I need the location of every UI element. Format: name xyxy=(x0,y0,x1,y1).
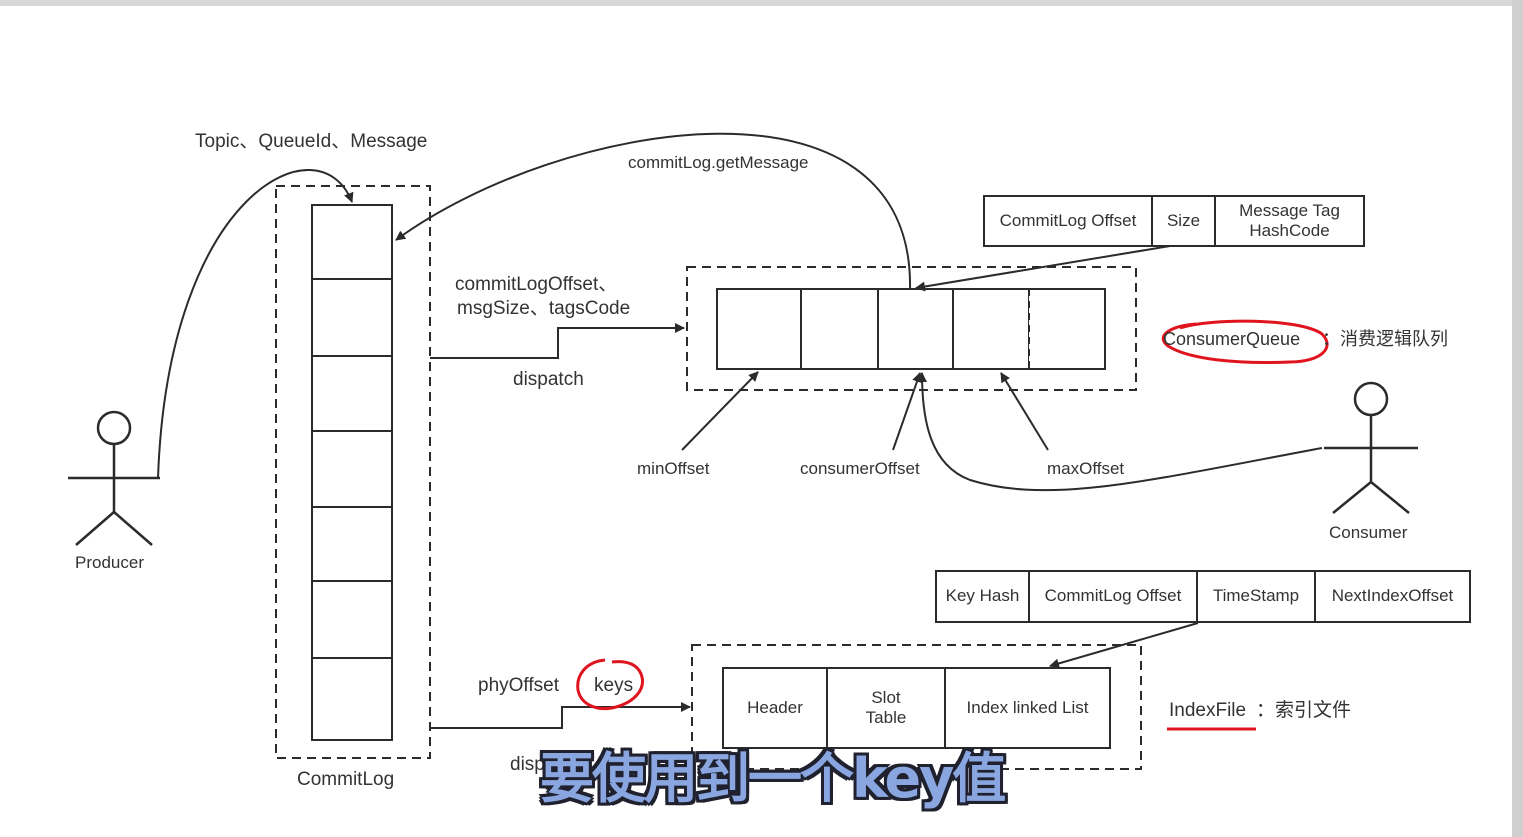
indexfile-header: Header xyxy=(722,667,828,749)
index-entry-key-hash: Key Hash xyxy=(935,570,1030,623)
consumequeue-cell xyxy=(716,288,802,370)
index-entry-timestamp: TimeStamp xyxy=(1196,570,1316,623)
commitlog-input-label: Topic、QueueId、Message xyxy=(195,131,428,152)
keys-circle-annotation xyxy=(576,658,644,711)
indexfile-name-label: IndexFile xyxy=(1169,700,1247,721)
getmessage-label: commitLog.getMessage xyxy=(628,153,809,172)
commitlog-slot xyxy=(311,580,393,659)
indexfile-desc-label: ：索引文件 xyxy=(1256,700,1352,721)
commitlog-slot xyxy=(311,657,393,741)
index-entry-next-index-offset: NextIndexOffset xyxy=(1314,570,1471,623)
producer-label: Producer xyxy=(75,553,144,572)
consumequeue-container xyxy=(686,266,1137,391)
commitlog-label: CommitLog xyxy=(297,769,395,790)
min-offset-label: minOffset xyxy=(637,459,710,478)
max-offset-label: maxOffset xyxy=(1047,459,1125,478)
index-entry-commitlog-offset: CommitLog Offset xyxy=(1028,570,1198,623)
min-offset-arrow xyxy=(681,371,759,451)
consumer-offset-arrow xyxy=(892,372,922,451)
dispatch-bottom-label: disp xyxy=(510,754,545,775)
index-entry-pointer xyxy=(1049,622,1199,669)
dispatch-fields-line2: msgSize、tagsCode xyxy=(457,298,631,319)
dispatch-top-label: dispatch xyxy=(513,369,584,390)
getmessage-arrow xyxy=(395,132,912,291)
commitlog-slot xyxy=(311,430,393,508)
commitlog-slot xyxy=(311,355,393,432)
producer-write-arrow xyxy=(157,169,354,479)
commitlog-slot xyxy=(311,506,393,582)
consumer-actor-icon xyxy=(1324,381,1418,514)
consumequeue-desc-label: ：消费逻辑队列 xyxy=(1322,329,1448,349)
consumer-pull-arrow xyxy=(917,372,1323,492)
dispatch-top-arrow xyxy=(430,323,685,359)
video-subtitle: 要使用到一个key值 xyxy=(540,747,1006,810)
phy-offset-label: phyOffset xyxy=(478,675,559,696)
cq-entry-pointer xyxy=(915,245,1171,292)
consumequeue-cell xyxy=(952,288,1030,370)
consumequeue-name-label: ConsumerQueue xyxy=(1163,330,1301,348)
window-top-bar xyxy=(0,0,1523,6)
cq-entry-commitlog-offset: CommitLog Offset xyxy=(983,195,1153,247)
commitlog-slot xyxy=(311,278,393,357)
commitlog-slot xyxy=(311,204,393,280)
indexfile-slot-table: Slot Table xyxy=(826,667,946,749)
consumequeue-cells xyxy=(716,288,1030,370)
commitlog-slots xyxy=(311,204,393,741)
keys-label: keys xyxy=(594,675,634,696)
producer-actor-icon xyxy=(68,410,160,546)
dispatch-bottom-arrow xyxy=(430,702,691,729)
consumer-label: Consumer xyxy=(1329,523,1408,542)
cq-entry-size: Size xyxy=(1151,195,1216,247)
consumequeue-open-cell xyxy=(1029,288,1106,370)
dispatch-fields-line1: commitLogOffset、 xyxy=(455,274,618,295)
max-offset-arrow xyxy=(1000,372,1049,451)
cq-entry-tag-hashcode: Message Tag HashCode xyxy=(1214,195,1365,247)
consumerqueue-circle-annotation xyxy=(1161,319,1329,364)
indexfile-index-linked-list: Index linked List xyxy=(944,667,1111,749)
consumequeue-cell xyxy=(800,288,879,370)
indexfile-container xyxy=(691,644,1142,770)
consumer-offset-label: consumerOffset xyxy=(800,459,920,478)
consumequeue-cell xyxy=(877,288,954,370)
commitlog-container xyxy=(275,185,431,759)
window-right-edge xyxy=(1512,0,1523,837)
